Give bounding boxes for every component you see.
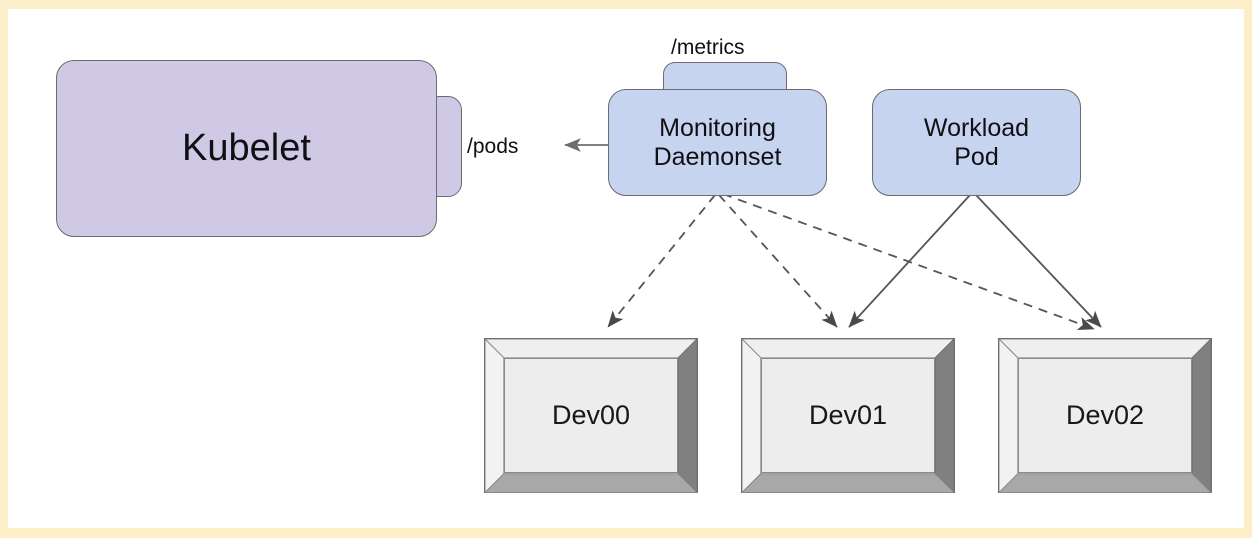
device-face: Dev01 <box>761 358 935 473</box>
device-face: Dev02 <box>1018 358 1192 473</box>
edge-workload-to-dev01 <box>848 194 971 328</box>
workload-label-line2: Pod <box>954 142 999 171</box>
kubelet-label: Kubelet <box>182 127 311 170</box>
node-device-dev01[interactable]: Dev01 <box>741 338 955 493</box>
device-bevel <box>999 339 1211 493</box>
device-bevel <box>742 339 954 493</box>
node-device-dev00[interactable]: Dev00 <box>484 338 698 493</box>
label-metrics-endpoint: /metrics <box>671 36 745 59</box>
edge-monitoring-to-dev00 <box>607 194 716 328</box>
device-bevel <box>485 339 697 493</box>
edge-workload-to-dev02 <box>975 194 1102 328</box>
node-kubelet[interactable]: Kubelet <box>56 60 437 237</box>
diagram-canvas: Kubelet /pods /metrics Monitoring Daemon… <box>8 9 1244 528</box>
edge-monitoring-to-dev01 <box>718 194 838 328</box>
node-monitoring-daemonset[interactable]: Monitoring Daemonset <box>608 89 827 196</box>
workload-label-line1: Workload <box>923 113 1030 142</box>
monitoring-label-line2: Daemonset <box>653 142 782 171</box>
device-label: Dev00 <box>551 400 631 430</box>
monitoring-label-line1: Monitoring <box>659 113 776 142</box>
device-label: Dev01 <box>808 400 888 430</box>
node-device-dev02[interactable]: Dev02 <box>998 338 1212 493</box>
label-pods-endpoint: /pods <box>467 135 519 158</box>
edge-monitoring-to-dev02 <box>722 193 1095 331</box>
node-workload-pod[interactable]: Workload Pod <box>872 89 1081 196</box>
device-face: Dev00 <box>504 358 678 473</box>
device-label: Dev02 <box>1065 400 1145 430</box>
